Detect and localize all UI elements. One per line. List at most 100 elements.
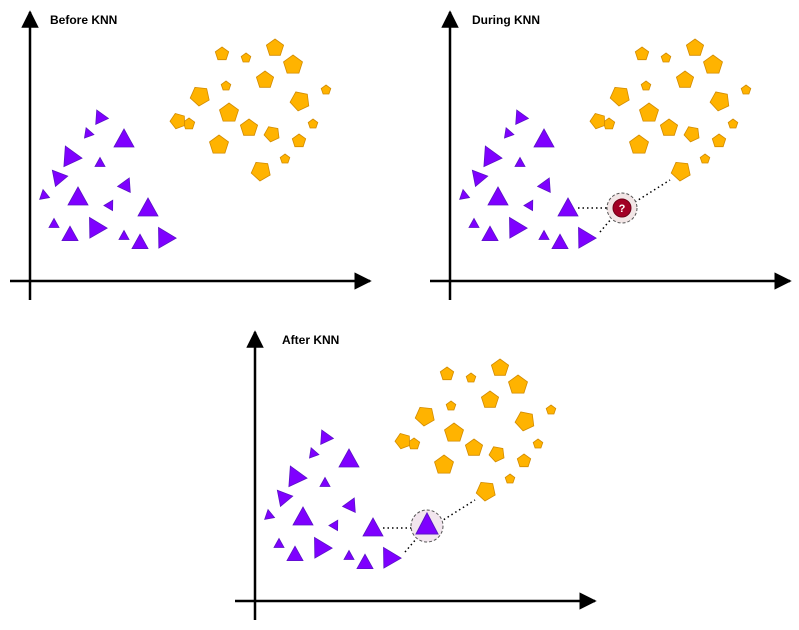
panel-after: After KNN — [235, 330, 597, 620]
triangle-icon — [67, 186, 89, 206]
pentagon-icon — [464, 438, 484, 456]
pentagon-icon — [182, 117, 196, 130]
pentagon-icon — [488, 446, 505, 463]
pentagon-icon — [265, 38, 285, 56]
pentagon-icon — [250, 161, 271, 182]
class-b-cluster — [394, 358, 557, 502]
triangle-icon — [487, 186, 509, 206]
pentagon-icon — [659, 118, 679, 136]
panel-before: Before KNN — [10, 10, 372, 300]
pentagon-icon — [660, 52, 672, 63]
triangle-icon — [538, 229, 550, 240]
triangle-icon — [94, 156, 106, 167]
triangle-icon — [103, 199, 114, 212]
triangle-icon — [356, 553, 374, 570]
pentagon-icon — [255, 70, 275, 88]
class-b-cluster — [169, 38, 332, 182]
pentagon-icon — [709, 91, 730, 112]
triangle-icon — [61, 225, 79, 242]
panel-title: Before KNN — [50, 13, 117, 27]
triangle-icon — [113, 128, 135, 148]
triangle-icon — [63, 145, 83, 168]
triangle-icon — [83, 127, 95, 139]
pentagon-icon — [263, 126, 280, 143]
triangle-icon — [383, 546, 402, 569]
triangle-icon — [551, 233, 569, 250]
pentagon-icon — [589, 113, 606, 130]
pentagon-icon — [445, 400, 457, 411]
pentagon-icon — [189, 86, 210, 107]
pentagon-icon — [444, 422, 464, 442]
triangle-icon — [509, 216, 528, 239]
triangle-icon — [471, 169, 489, 188]
pentagon-icon — [683, 126, 700, 143]
pentagon-icon — [219, 102, 239, 122]
triangle-icon — [578, 226, 597, 249]
pentagon-icon — [629, 134, 649, 154]
pentagon-icon — [434, 454, 454, 474]
pentagon-icon — [320, 84, 332, 95]
classified-triangle-icon — [415, 511, 439, 535]
triangle-icon — [481, 225, 499, 242]
panel-title: After KNN — [282, 333, 339, 347]
pentagon-icon — [639, 102, 659, 122]
pentagon-icon — [289, 91, 310, 112]
pentagon-icon — [209, 134, 229, 154]
pentagon-icon — [169, 113, 186, 130]
link-to-class-b — [439, 499, 476, 523]
pentagon-icon — [475, 481, 496, 502]
pentagon-icon — [279, 153, 291, 164]
triangle-icon — [288, 465, 308, 488]
triangle-icon — [319, 476, 331, 487]
query-point: ? — [606, 192, 638, 224]
classified-point — [410, 509, 444, 543]
pentagon-icon — [532, 438, 544, 449]
pentagon-icon — [516, 453, 532, 468]
pentagon-icon — [609, 86, 630, 107]
pentagon-icon — [307, 118, 319, 129]
pentagon-icon — [291, 133, 307, 148]
triangle-icon — [459, 188, 471, 200]
triangle-icon — [515, 109, 530, 126]
pentagon-icon — [439, 366, 455, 381]
triangle-icon — [503, 127, 515, 139]
triangle-icon — [264, 508, 276, 520]
triangle-icon — [338, 448, 360, 468]
pentagon-icon — [602, 117, 616, 130]
pentagon-icon — [699, 153, 711, 164]
panel-during: During KNN ? — [430, 10, 792, 300]
pentagon-icon — [490, 358, 510, 376]
triangle-icon — [328, 519, 339, 532]
query-dot — [612, 198, 632, 218]
triangle-icon — [536, 177, 551, 194]
pentagon-icon — [514, 411, 535, 432]
pentagon-icon — [727, 118, 739, 129]
pentagon-icon — [670, 161, 691, 182]
pentagon-icon — [740, 84, 752, 95]
pentagon-icon — [214, 46, 230, 61]
pentagon-icon — [240, 52, 252, 63]
class-b-cluster — [589, 38, 752, 182]
triangle-icon — [89, 216, 108, 239]
class-a-cluster — [459, 109, 597, 250]
link-to-class-b — [634, 179, 671, 203]
pentagon-icon — [504, 473, 516, 484]
triangle-icon — [523, 199, 534, 212]
pentagon-icon — [220, 80, 232, 91]
triangle-icon — [483, 145, 503, 168]
triangle-icon — [158, 226, 177, 249]
triangle-icon — [95, 109, 110, 126]
triangle-icon — [468, 217, 480, 228]
pentagon-icon — [685, 38, 705, 56]
triangle-icon — [341, 497, 356, 514]
pentagon-icon — [407, 437, 421, 450]
triangle-icon — [48, 217, 60, 228]
triangle-icon — [320, 429, 335, 446]
triangle-icon — [557, 197, 579, 217]
triangle-icon — [131, 233, 149, 250]
neighbor-links — [578, 179, 671, 233]
pentagon-icon — [711, 133, 727, 148]
triangle-icon — [292, 506, 314, 526]
pentagon-icon — [640, 80, 652, 91]
